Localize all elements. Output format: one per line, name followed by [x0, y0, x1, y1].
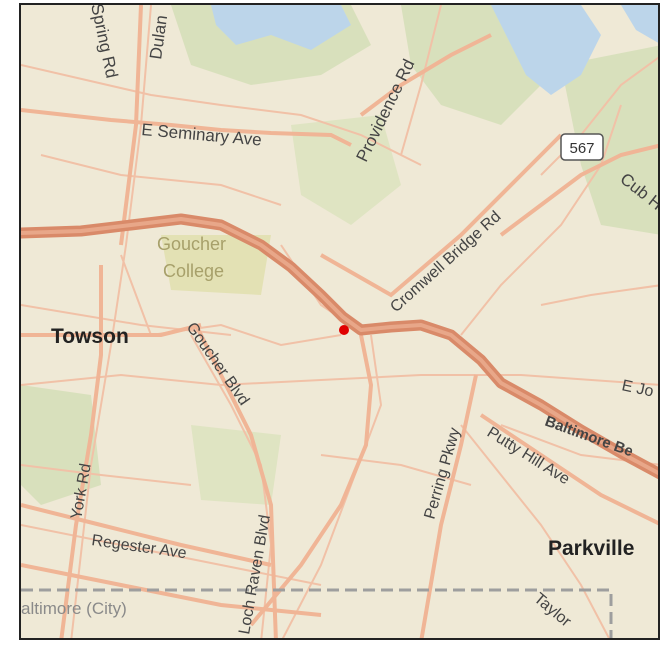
beltway-highlight — [21, 217, 658, 476]
map-canvas[interactable]: 567 Spring Rd Dulan E Seminary Ave Provi… — [21, 5, 660, 640]
route-shield-567: 567 — [560, 133, 604, 161]
place-towson: Towson — [51, 325, 129, 348]
label-goucher-line1: Goucher — [157, 234, 226, 254]
label-goucher-line2: College — [163, 261, 224, 281]
water-bodies — [211, 5, 658, 95]
location-marker-icon[interactable] — [339, 325, 349, 335]
arterial-roads — [21, 5, 658, 638]
map-frame[interactable]: 567 Spring Rd Dulan E Seminary Ave Provi… — [19, 3, 660, 640]
label-baltimore-city: altimore (City) — [21, 599, 127, 618]
place-parkville: Parkville — [548, 537, 634, 560]
route-shield-label: 567 — [569, 140, 594, 157]
label-e-joppa: E Jo — [620, 377, 655, 400]
